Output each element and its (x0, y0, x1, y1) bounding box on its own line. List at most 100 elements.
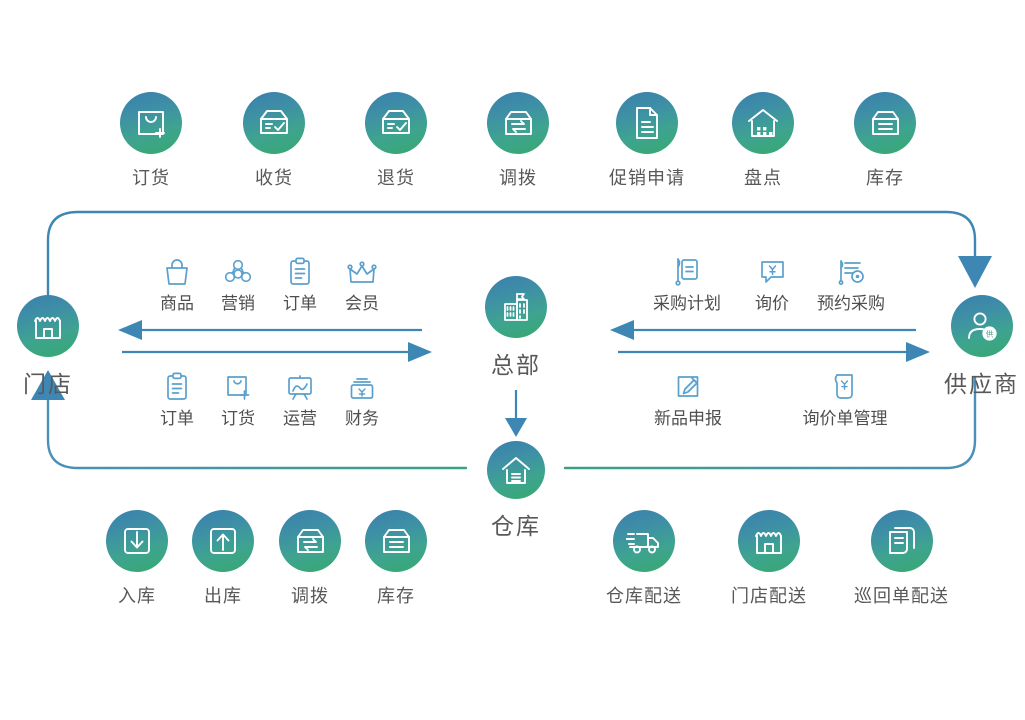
chip-label: 库存 (866, 168, 904, 188)
scheduled-purchase-icon (836, 252, 866, 286)
mini-label: 订单 (160, 409, 194, 428)
chip-top-4[interactable]: 促销申请 (609, 92, 685, 190)
chip-top-1[interactable]: 收货 (243, 92, 305, 190)
hub-warehouse[interactable]: 仓库 (487, 441, 545, 541)
hq-supplier-inbound-arrowhead (610, 320, 634, 340)
chip-top-0[interactable]: 订货 (120, 92, 182, 190)
store-hq-inbound-arrowhead (118, 320, 142, 340)
mini-label: 订单 (283, 294, 317, 313)
chip-label: 库存 (377, 586, 415, 606)
crown-icon (347, 252, 377, 286)
mini-label: 新品申报 (654, 409, 722, 428)
price-inquiry-icon (759, 252, 786, 286)
hq-supplier-outbound-arrowhead (906, 342, 930, 362)
box-return-icon (365, 92, 427, 154)
inquiry-order-doc-icon (831, 367, 859, 401)
hub-label: 总部 (491, 352, 541, 378)
finance-yuan-icon (348, 367, 376, 401)
chip-label: 仓库配送 (606, 586, 682, 606)
chip-bottom-right-1[interactable]: 门店配送 (731, 510, 807, 608)
chip-bottom-left-2[interactable]: 调拨 (279, 510, 341, 608)
mini-订货[interactable]: 订货 (203, 367, 273, 429)
storefront-icon (738, 510, 800, 572)
mini-label: 采购计划 (653, 294, 721, 313)
marketing-group-icon (223, 252, 253, 286)
chip-top-2[interactable]: 退货 (365, 92, 427, 190)
chip-label: 门店配送 (731, 586, 807, 606)
mini-订单-lower[interactable]: 订单 (142, 367, 212, 429)
loop-bottom-rail-right (563, 376, 977, 470)
chip-label: 订货 (132, 168, 170, 188)
chip-label: 盘点 (744, 168, 782, 188)
mini-新品申报[interactable]: 新品申报 (633, 367, 743, 429)
hub-headquarters[interactable]: 总部 (485, 276, 547, 380)
mini-label: 营销 (221, 294, 255, 313)
hub-store[interactable]: 门店 (17, 295, 79, 399)
loop-top-arrowhead (958, 256, 992, 288)
chart-board-icon (286, 367, 314, 401)
chip-label: 出库 (204, 586, 242, 606)
store-hq-outbound-arrowhead (408, 342, 432, 362)
mini-label: 运营 (283, 409, 317, 428)
chip-top-5[interactable]: 盘点 (732, 92, 794, 190)
delivery-truck-icon (613, 510, 675, 572)
box-list-icon (854, 92, 916, 154)
mini-label: 询价 (755, 294, 789, 313)
chip-bottom-right-2[interactable]: 巡回单配送 (854, 510, 949, 608)
warehouse-icon (487, 441, 545, 499)
chip-bottom-right-0[interactable]: 仓库配送 (606, 510, 682, 608)
mini-财务[interactable]: 财务 (327, 367, 397, 429)
mini-订单-upper[interactable]: 订单 (265, 252, 335, 314)
headquarters-building-icon (485, 276, 547, 338)
mini-label: 商品 (160, 294, 194, 313)
mini-询价[interactable]: 询价 (737, 252, 807, 314)
hub-label: 门店 (23, 371, 73, 397)
mini-营销[interactable]: 营销 (203, 252, 273, 314)
hub-label: 供应商 (944, 371, 1019, 397)
storefront-icon (17, 295, 79, 357)
arrow-up-out-icon (192, 510, 254, 572)
chip-label: 退货 (377, 168, 415, 188)
chip-label: 促销申请 (609, 168, 685, 188)
purchase-plan-icon (673, 252, 701, 286)
mini-采购计划[interactable]: 采购计划 (632, 252, 742, 314)
document-lines-icon (616, 92, 678, 154)
supplier-person-icon: 供 (950, 295, 1013, 357)
chip-label: 收货 (255, 168, 293, 188)
stacked-docs-icon (870, 510, 933, 572)
clipboard-icon (288, 252, 312, 286)
clipboard-icon (165, 367, 189, 401)
warehouse-count-icon (732, 92, 794, 154)
hub-supplier[interactable]: 供 供应商 (944, 295, 1019, 399)
mini-label: 财务 (345, 409, 379, 428)
mini-询价单管理[interactable]: 询价单管理 (790, 367, 900, 429)
mini-商品[interactable]: 商品 (142, 252, 212, 314)
mini-会员[interactable]: 会员 (327, 252, 397, 314)
hub-label: 仓库 (491, 513, 541, 539)
mini-运营[interactable]: 运营 (265, 367, 335, 429)
mini-label: 订货 (221, 409, 255, 428)
box-transfer-icon (279, 510, 341, 572)
chip-bottom-left-0[interactable]: 入库 (106, 510, 168, 608)
box-list-icon (365, 510, 427, 572)
chip-label: 入库 (118, 586, 156, 606)
chip-label: 巡回单配送 (854, 586, 949, 606)
box-check-icon (243, 92, 305, 154)
mini-预约采购[interactable]: 预约采购 (796, 252, 906, 314)
chip-top-3[interactable]: 调拨 (487, 92, 549, 190)
chip-top-6[interactable]: 库存 (854, 92, 916, 190)
new-product-pencil-icon (675, 367, 702, 401)
mini-label: 询价单管理 (802, 409, 888, 428)
arrow-down-in-icon (106, 510, 168, 572)
chip-bottom-left-3[interactable]: 库存 (365, 510, 427, 608)
bag-plus-icon (225, 367, 252, 401)
svg-text:供: 供 (985, 329, 993, 339)
chip-label: 调拨 (499, 168, 537, 188)
shopping-bag-icon (164, 252, 190, 286)
mini-label: 会员 (345, 294, 379, 313)
bag-plus-icon (120, 92, 182, 154)
chip-label: 调拨 (291, 586, 329, 606)
chip-bottom-left-1[interactable]: 出库 (192, 510, 254, 608)
mini-label: 预约采购 (817, 294, 885, 313)
